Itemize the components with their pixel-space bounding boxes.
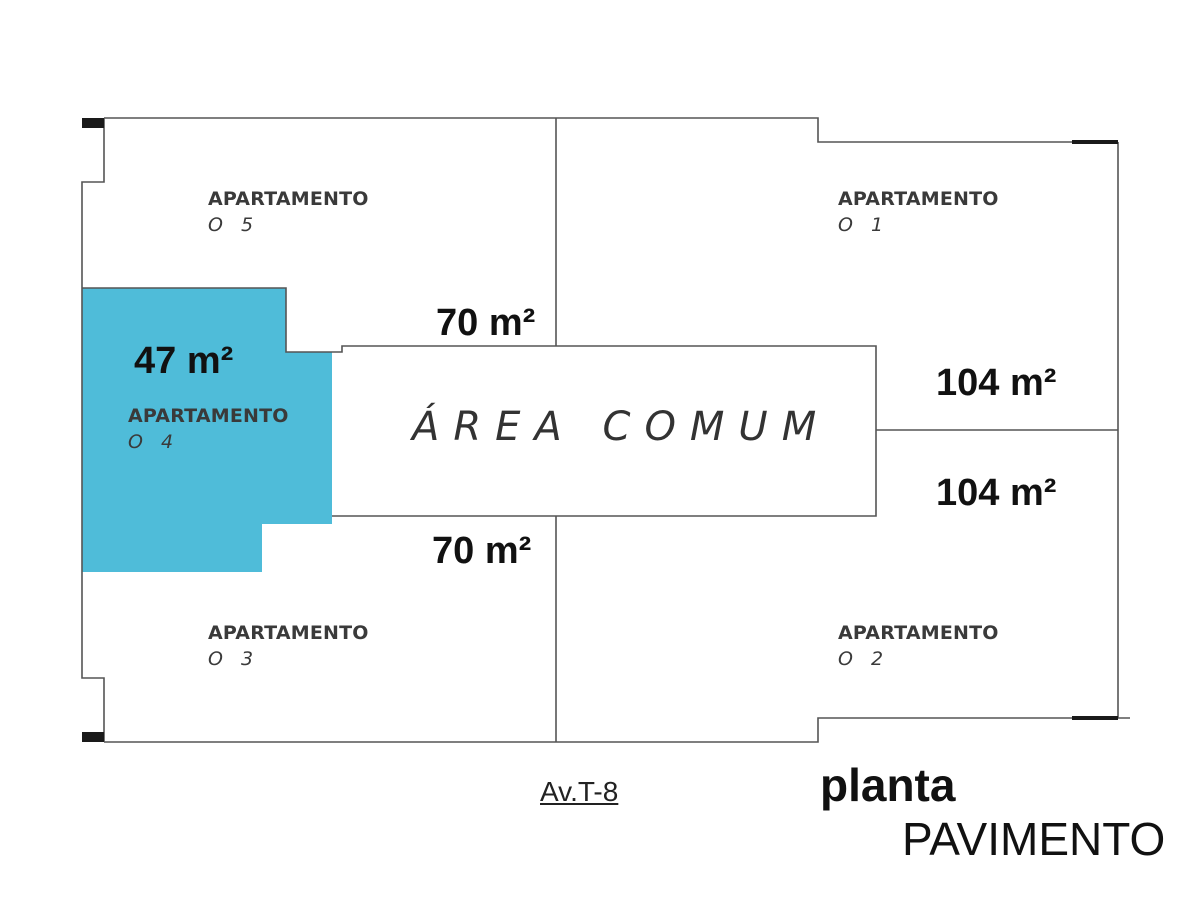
area-label-apartment-03: 70 m² xyxy=(432,530,532,572)
apartment-05-label: APARTAMENTO O 5 xyxy=(208,188,369,236)
divider-05-04 xyxy=(82,287,332,353)
apartment-title: APARTAMENTO xyxy=(128,405,289,427)
left-wall xyxy=(81,118,105,742)
bottom-wall xyxy=(104,717,1130,743)
top-wall xyxy=(104,117,1118,143)
apartment-number: O 2 xyxy=(838,648,890,670)
caption-planta: planta xyxy=(820,759,956,811)
common-area-outline xyxy=(332,345,877,517)
area-label-apartment-05: 70 m² xyxy=(436,302,536,344)
apartment-number: O 5 xyxy=(208,214,260,236)
apartment-title: APARTAMENTO xyxy=(208,188,369,210)
apartment-number: O 4 xyxy=(128,431,180,453)
wall-end-marker xyxy=(1072,716,1118,720)
wall-end-marker xyxy=(82,732,104,742)
apartment-title: APARTAMENTO xyxy=(838,188,999,210)
apartment-title: APARTAMENTO xyxy=(838,622,999,644)
common-area-label: ÁREA COMUM xyxy=(412,404,831,450)
caption-pavimento: PAVIMENTO xyxy=(902,813,1166,865)
apartment-title: APARTAMENTO xyxy=(208,622,369,644)
apartment-01-label: APARTAMENTO O 1 xyxy=(838,188,999,236)
wall-end-marker xyxy=(82,118,104,128)
apartment-02-label: APARTAMENTO O 2 xyxy=(838,622,999,670)
apartment-04-highlight[interactable] xyxy=(82,288,332,572)
area-label-apartment-04: 47 m² xyxy=(134,340,234,382)
apartment-03-label: APARTAMENTO O 3 xyxy=(208,622,369,670)
street-label: Av.T-8 xyxy=(540,776,619,807)
apartment-number: O 3 xyxy=(208,648,260,670)
apartment-04-label: APARTAMENTO O 4 xyxy=(128,405,289,453)
area-label-apartment-01: 104 m² xyxy=(936,362,1057,404)
apartment-number: O 1 xyxy=(838,214,890,236)
area-label-apartment-02: 104 m² xyxy=(936,472,1057,514)
wall-end-marker xyxy=(1072,140,1118,144)
